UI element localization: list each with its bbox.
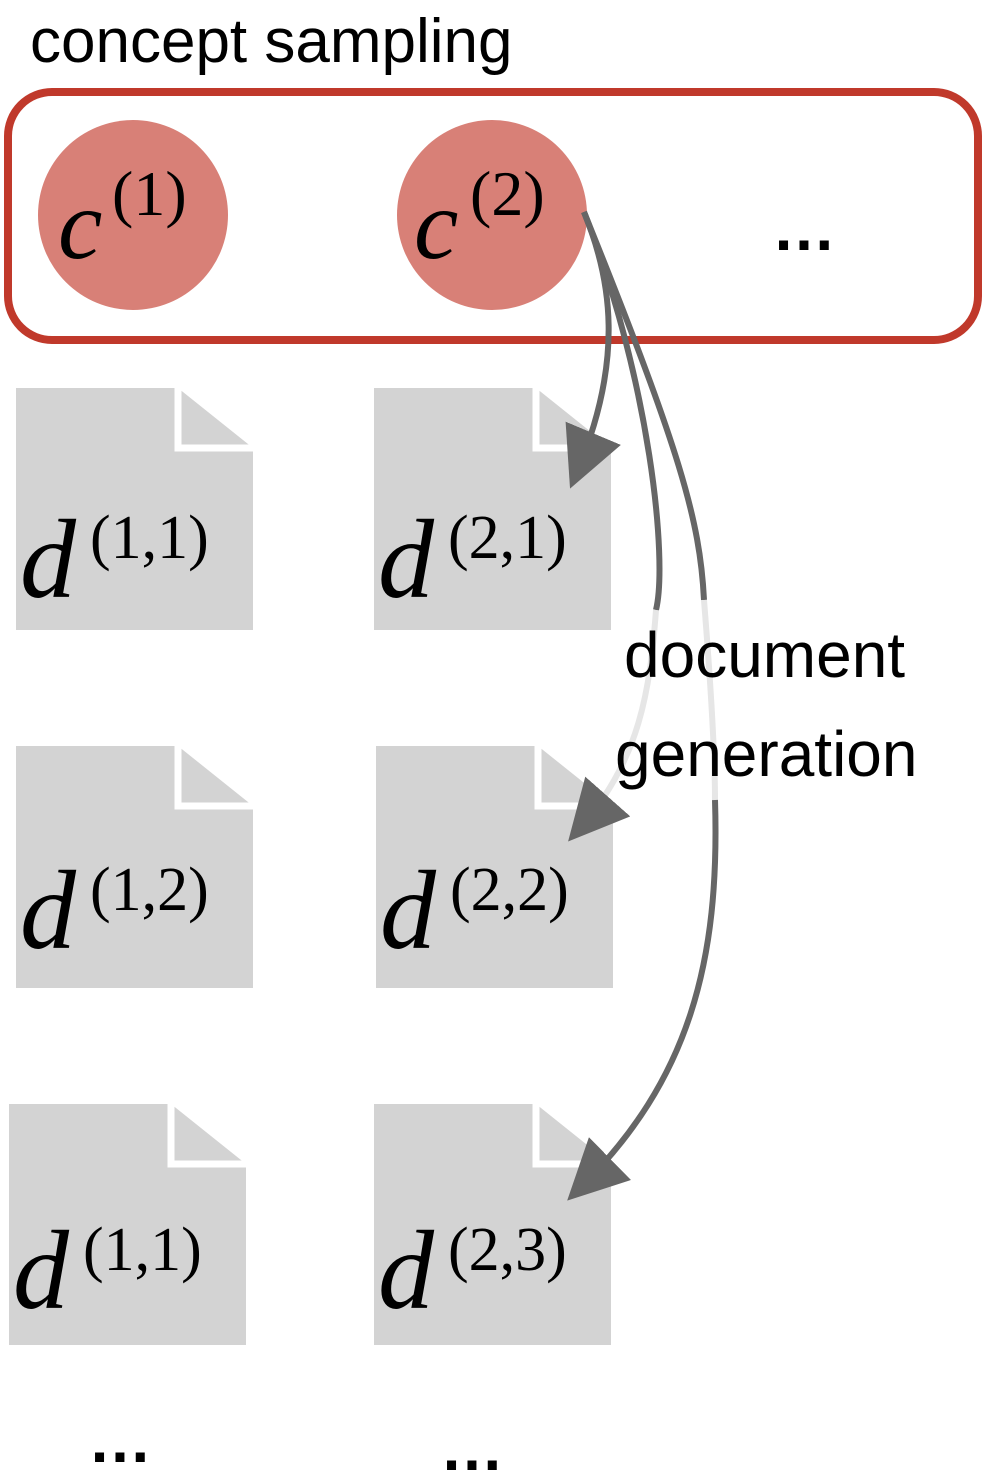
document-icon [16, 746, 253, 988]
title: concept sampling [30, 7, 513, 76]
arrow-icon [567, 799, 719, 1201]
concept-node-2: c (2) [397, 120, 587, 310]
document-superscript: (2,2) [450, 856, 569, 924]
concept-superscript: (2) [470, 158, 545, 229]
documents-ellipsis-col2: … [440, 1412, 504, 1475]
concepts-ellipsis: … [772, 192, 836, 264]
document-variable: d [20, 849, 77, 973]
document-icon [9, 1104, 246, 1345]
arrow-label-line2: generation [615, 718, 917, 790]
concept-variable: c [58, 169, 102, 280]
document-variable: d [378, 1209, 435, 1333]
concept-sampling-box [4, 88, 982, 344]
document-variable: d [13, 1209, 70, 1333]
document-superscript: (1,1) [90, 504, 209, 572]
document-superscript: (1,1) [83, 1216, 202, 1284]
document-variable: d [378, 498, 435, 622]
document-icon [16, 388, 253, 630]
arrow-icon [701, 599, 718, 801]
concept-superscript: (1) [112, 158, 187, 229]
concept-node-1: c (1) [38, 120, 228, 310]
concept-circle [38, 120, 228, 310]
arrow-icon [568, 609, 659, 842]
document-superscript: (2,1) [448, 504, 567, 572]
concept-circle [397, 120, 587, 310]
documents-ellipsis-col1: … [88, 1404, 152, 1475]
document-superscript: (1,2) [90, 856, 209, 924]
document-variable: d [380, 849, 437, 973]
document-superscript: (2,3) [448, 1216, 567, 1284]
document-variable: d [20, 498, 77, 622]
concept-variable: c [414, 169, 458, 280]
arrow-label-line1: document [624, 619, 905, 691]
arrow-icon [581, 210, 707, 601]
